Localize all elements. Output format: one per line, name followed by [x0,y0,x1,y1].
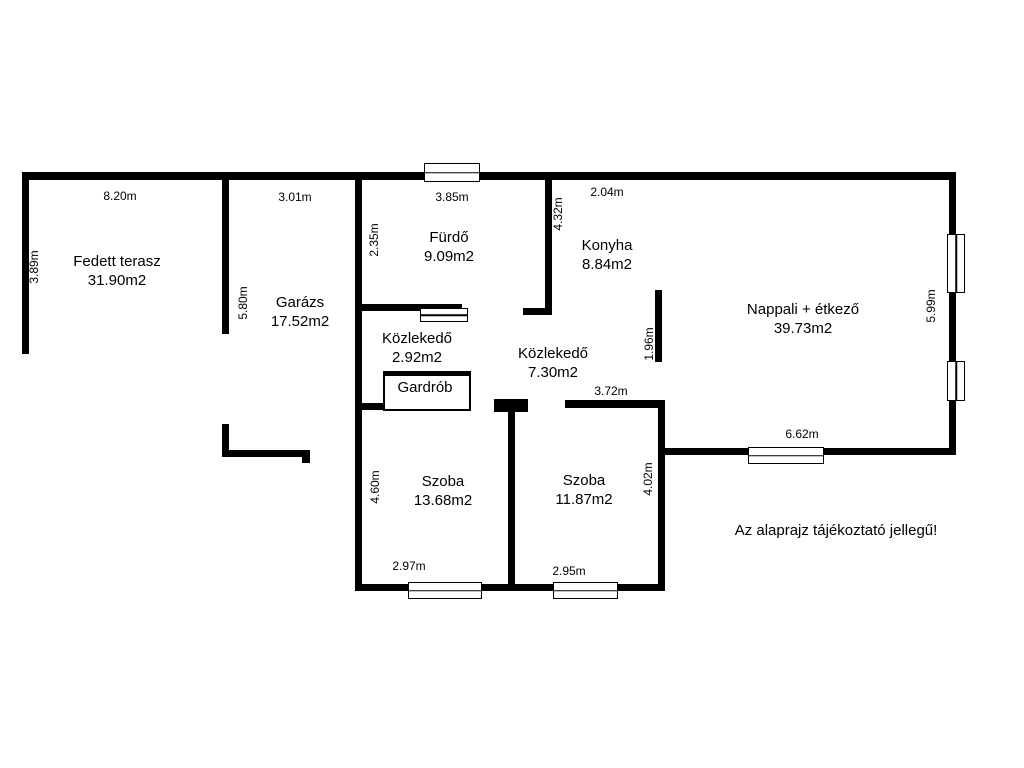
dim-bathroom-width: 3.85m [435,190,469,204]
dim-room2-bottom: 2.95m [552,564,586,578]
dim-garage-depth: 5.80m [236,286,250,320]
room-label-garage: Garázs 17.52m2 [271,293,329,331]
door-threshold-bathroom [420,308,468,322]
dim-room2-top: 3.72m [594,384,628,398]
dim-living-bottom: 6.62m [785,427,819,441]
wall-room2-right [658,400,665,591]
room-label-room2: Szoba 11.87m2 [555,471,612,509]
wall-bathroom-bottom-hook [523,308,552,315]
dim-kitchen-width: 2.04m [590,185,624,199]
dim-room1-depth: 4.60m [368,470,382,504]
wall-rooms-bottom [355,584,665,591]
wall-bathroom-bottom [355,304,462,311]
window-living-bottom [748,447,824,464]
room-label-living-dining: Nappali + étkező 39.73m2 [747,300,859,338]
dim-room1-bottom: 2.97m [392,559,426,573]
room-area: 39.73m2 [773,320,833,337]
dim-garage-width: 3.01m [278,190,312,204]
room-name: Közlekedő [381,330,453,347]
room-name: Szoba [421,473,465,490]
room-label-kitchen: Konyha 8.84m2 [582,236,633,274]
room-area: 8.84m2 [581,256,633,273]
room-label-hallway-large: Közlekedő 7.30m2 [518,344,588,382]
wardrobe-box [383,371,471,411]
wall-garage-bottom [222,450,310,457]
window-room2-bottom [553,582,618,599]
window-room1-bottom [408,582,482,599]
dim-living-right: 5.99m [924,289,938,323]
room-area: 31.90m2 [87,272,147,289]
room-name: Garázs [275,294,325,311]
room-name: Fedett terasz [73,253,161,270]
wall-bathroom-kitchen [545,172,552,315]
window-bathroom-top [424,163,480,182]
room-area: 17.52m2 [270,313,330,330]
dim-bathroom-left: 2.35m [367,223,381,257]
room-name: Szoba [562,472,606,489]
dim-kitchen-living-wall: 1.96m [642,327,656,361]
wall-garage-rooms-left [355,172,362,591]
wall-terrace-garage-upper [222,172,229,334]
wall-room2-top [565,400,665,408]
room-area: 9.09m2 [423,248,475,265]
wall-left [22,172,29,354]
room-name: Közlekedő [517,345,589,362]
room-name: Nappali + étkező [746,301,860,318]
room-label-hallway-small: Közlekedő 2.92m2 [382,329,452,367]
dim-kitchen-right: 4.32m [551,197,565,231]
wall-terrace-garage-lower [222,424,229,457]
wall-rooms-divider [508,403,515,591]
room-name: Gardrób [397,379,453,396]
room-area: 13.68m2 [413,492,473,509]
room-label-bathroom: Fürdő 9.09m2 [424,228,474,266]
dim-terrace-depth: 3.89m [27,250,41,284]
room-label-room1: Szoba 13.68m2 [414,472,472,510]
room-area: 11.87m2 [555,491,613,508]
wall-kitchen-living [655,290,662,362]
room-area: 2.92m2 [391,349,443,366]
room-name: Konyha [581,237,633,254]
dim-room2-depth: 4.02m [641,462,655,496]
room-label-terrace: Fedett terasz 31.90m2 [73,252,161,290]
window-living-right-lower [947,361,965,401]
room-name: Fürdő [429,229,469,246]
wall-garage-door-post [302,450,310,463]
window-living-right-upper [947,234,965,293]
disclaimer-text: Az alaprajz tájékoztató jellegű! [734,522,938,539]
dim-terrace-width: 8.20m [103,189,137,203]
wall-right [949,172,956,455]
room-area: 7.30m2 [527,364,579,381]
wall-top [22,172,956,180]
room-label-wardrobe: Gardrób [397,378,452,397]
